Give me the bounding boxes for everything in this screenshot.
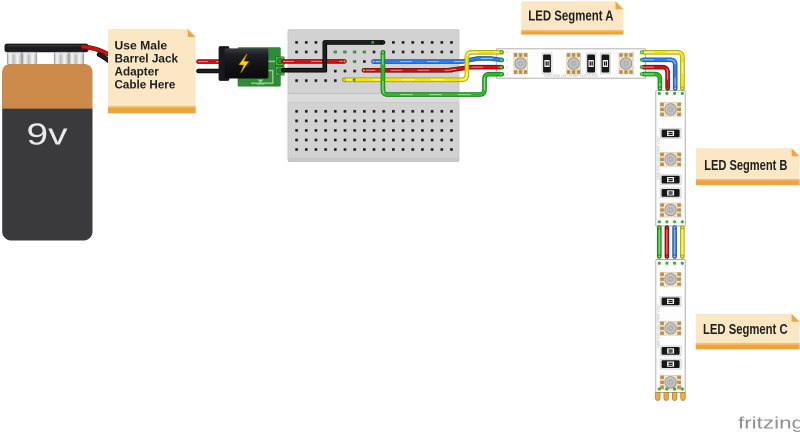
- svg-text:LED Segment C: LED Segment C: [703, 322, 788, 338]
- svg-text:Cable Here: Cable Here: [115, 77, 176, 91]
- svg-text:Use Male: Use Male: [115, 38, 168, 52]
- svg-text:fritzing: fritzing: [738, 415, 800, 433]
- svg-text:LED Segment A: LED Segment A: [528, 9, 613, 25]
- svg-text:RGB 5050 LED STRIP +12V: RGB 5050 LED STRIP +12V: [656, 304, 660, 348]
- svg-text:LED Segment B: LED Segment B: [704, 158, 787, 174]
- svg-text:Adapter: Adapter: [115, 64, 160, 78]
- svg-text:RGB 5050 LED STRIP +12V: RGB 5050 LED STRIP +12V: [656, 136, 660, 180]
- svg-text:Barrel Jack: Barrel Jack: [115, 51, 179, 65]
- svg-text:RGB 5050 LED STRIP +12V G R B: RGB 5050 LED STRIP +12V G R B: [544, 74, 598, 78]
- svg-text:9v: 9v: [27, 117, 69, 152]
